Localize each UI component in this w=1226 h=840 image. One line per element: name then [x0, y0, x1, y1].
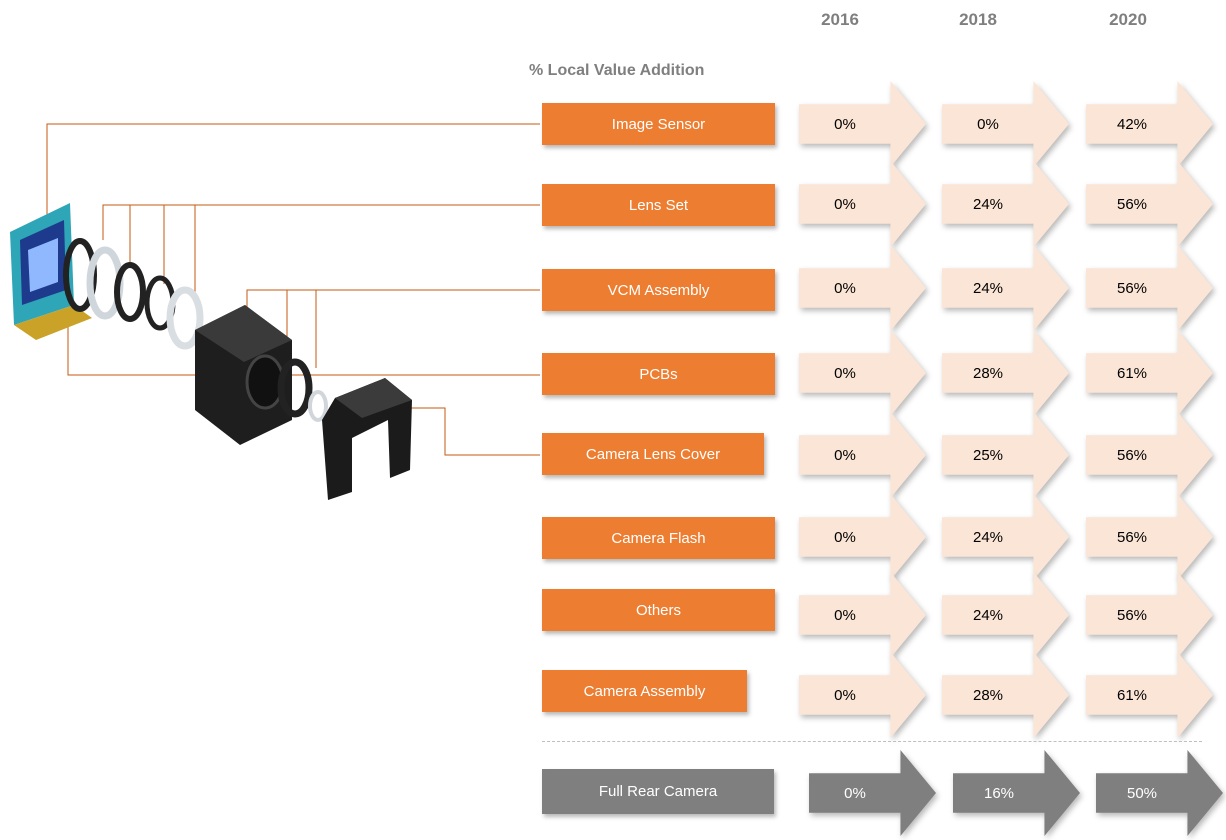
value-camera-lens-cover-2016: 0% [834, 446, 856, 464]
value-camera-assembly-2020: 61% [1116, 686, 1148, 704]
value-pcbs-2020: 61% [1116, 364, 1148, 382]
value-camera-flash-2016: 0% [834, 528, 856, 546]
component-camera-lens-cover: Camera Lens Cover [542, 433, 764, 475]
component-lens-set: Lens Set [542, 184, 775, 226]
year-header-2020: 2020 [1109, 10, 1147, 29]
value-lens-set-2018: 24% [972, 195, 1004, 213]
value-arrow: 61% [1086, 652, 1216, 742]
value-image-sensor-2020: 42% [1116, 115, 1148, 133]
value-arrow: 24% [942, 494, 1072, 584]
total-value-2016: 0% [844, 784, 866, 802]
value-arrow: 0% [799, 494, 929, 584]
value-camera-lens-cover-2020: 56% [1116, 446, 1148, 464]
value-arrow: 24% [942, 572, 1072, 662]
value-image-sensor-2016: 0% [834, 115, 856, 133]
value-lens-set-2020: 56% [1116, 195, 1148, 213]
total-value-arrow: 16% [953, 750, 1083, 840]
component-vcm-assembly: VCM Assembly [542, 269, 775, 311]
camera-module-illustration [10, 123, 540, 500]
value-camera-assembly-2016: 0% [834, 686, 856, 704]
component-camera-assembly: Camera Assembly [542, 670, 747, 712]
value-others-2018: 24% [972, 606, 1004, 624]
value-pcbs-2016: 0% [834, 364, 856, 382]
total-value-2020: 50% [1126, 784, 1158, 802]
value-arrow: 28% [942, 330, 1072, 420]
year-header-2016: 2016 [821, 10, 859, 29]
value-others-2016: 0% [834, 606, 856, 624]
value-others-2020: 56% [1116, 606, 1148, 624]
value-arrow: 25% [942, 412, 1072, 502]
value-arrow: 56% [1086, 161, 1216, 251]
value-arrow: 0% [942, 81, 1072, 171]
total-value-2018: 16% [983, 784, 1015, 802]
value-camera-flash-2020: 56% [1116, 528, 1148, 546]
component-camera-flash: Camera Flash [542, 517, 775, 559]
value-arrow: 24% [942, 161, 1072, 251]
camera-lens-cover-part [322, 378, 412, 500]
value-arrow: 28% [942, 652, 1072, 742]
value-arrow: 56% [1086, 494, 1216, 584]
value-arrow: 61% [1086, 330, 1216, 420]
subtitle: % Local Value Addition [529, 62, 705, 79]
value-lens-set-2016: 0% [834, 195, 856, 213]
value-arrow: 56% [1086, 412, 1216, 502]
value-arrow: 0% [799, 652, 929, 742]
value-vcm-assembly-2020: 56% [1116, 279, 1148, 297]
value-arrow: 0% [799, 245, 929, 335]
value-arrow: 0% [799, 330, 929, 420]
value-arrow: 0% [799, 412, 929, 502]
value-arrow: 56% [1086, 245, 1216, 335]
value-arrow: 42% [1086, 81, 1216, 171]
value-arrow: 0% [799, 81, 929, 171]
value-vcm-assembly-2018: 24% [972, 279, 1004, 297]
component-image-sensor: Image Sensor [542, 103, 775, 145]
value-pcbs-2018: 28% [972, 364, 1004, 382]
value-arrow: 56% [1086, 572, 1216, 662]
value-camera-assembly-2018: 28% [972, 686, 1004, 704]
value-vcm-assembly-2016: 0% [834, 279, 856, 297]
image-sensor-part [10, 203, 92, 340]
value-arrow: 24% [942, 245, 1072, 335]
total-value-arrow: 50% [1096, 750, 1226, 840]
component-others: Others [542, 589, 775, 631]
total-full-rear-camera: Full Rear Camera [542, 769, 774, 814]
value-camera-lens-cover-2018: 25% [972, 446, 1004, 464]
vcm-assembly-part [195, 305, 328, 445]
total-value-arrow: 0% [809, 750, 939, 840]
leader-lines [46, 123, 540, 456]
value-arrow: 0% [799, 161, 929, 251]
value-camera-flash-2018: 24% [972, 528, 1004, 546]
year-header-2018: 2018 [959, 10, 997, 29]
dashed-divider [542, 741, 1202, 742]
lens-set-part [63, 238, 204, 350]
component-pcbs: PCBs [542, 353, 775, 395]
value-image-sensor-2018: 0% [977, 115, 999, 133]
value-arrow: 0% [799, 572, 929, 662]
